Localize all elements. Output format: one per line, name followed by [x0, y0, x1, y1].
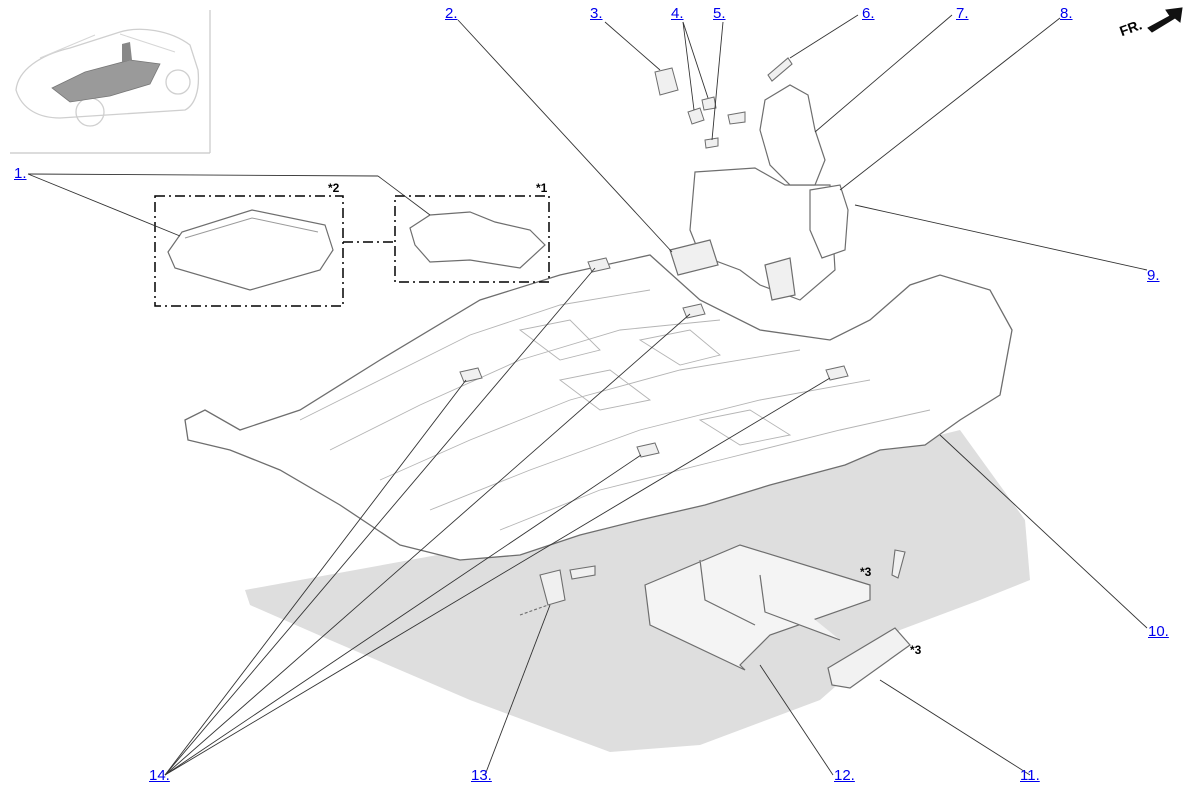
- callout-9[interactable]: 9.: [1147, 267, 1160, 284]
- callout-3[interactable]: 3.: [590, 5, 603, 22]
- floor-carpet: [184, 254, 1013, 561]
- callout-11[interactable]: 11.: [1020, 767, 1040, 784]
- spring-part: [767, 57, 793, 82]
- accelerator-pedal: [669, 239, 719, 276]
- note-bolt: *3: [860, 565, 872, 579]
- leader-lines: [27, 14, 1148, 776]
- callout-10[interactable]: 10.: [1148, 623, 1169, 640]
- callout-6[interactable]: 6.: [862, 5, 875, 22]
- floor-mat-variant-1: [409, 211, 546, 269]
- callout-1[interactable]: 1.: [14, 165, 27, 182]
- bolt-part: [891, 549, 906, 579]
- note-variant-1: *1: [536, 181, 548, 195]
- callout-12[interactable]: 12.: [834, 767, 855, 784]
- callout-8[interactable]: 8.: [1060, 5, 1073, 22]
- note-variant-2: *2: [328, 181, 340, 195]
- floor-mat-variant-2: [167, 209, 334, 291]
- floor-clips: [459, 257, 849, 458]
- brake-pedal: [764, 257, 796, 301]
- callout-4[interactable]: 4.: [671, 5, 684, 22]
- sensor-part: [519, 565, 596, 616]
- variant-box-2: [154, 195, 344, 307]
- front-direction-arrow: [1147, 7, 1183, 33]
- callout-14[interactable]: 14.: [149, 767, 170, 784]
- callout-2[interactable]: 2.: [445, 5, 458, 22]
- note-bracket: *3: [910, 643, 922, 657]
- bracket-part: [827, 627, 911, 689]
- vehicle-locator-inset: [10, 10, 211, 154]
- seat-rail-bracket: [644, 544, 871, 671]
- callout-5[interactable]: 5.: [713, 5, 726, 22]
- pedal-bracket-assembly: [689, 84, 849, 301]
- clip-parts: [654, 67, 746, 149]
- callout-7[interactable]: 7.: [956, 5, 969, 22]
- callout-13[interactable]: 13.: [471, 767, 492, 784]
